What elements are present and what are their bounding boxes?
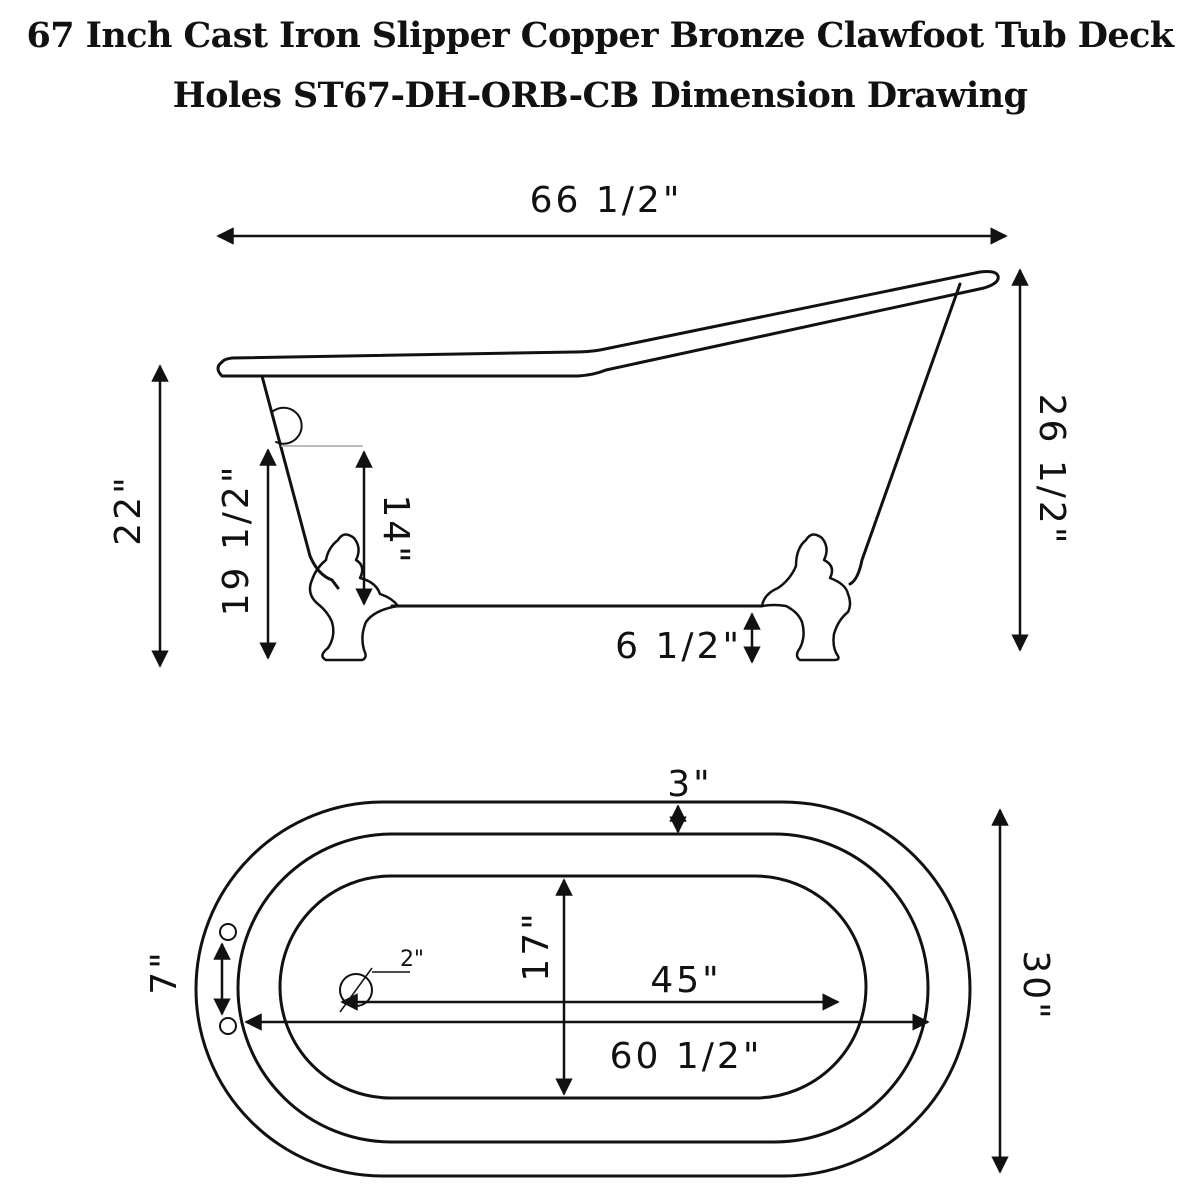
title-line-2: Holes ST67-DH-ORB-CB Dimension Drawing: [172, 75, 1028, 116]
deck-hole-top: [219, 923, 237, 941]
overflow-circle: [271, 406, 303, 445]
tub-rim-inner-outline: [236, 832, 930, 1144]
deck-hole-spacing-label: 7": [144, 949, 185, 994]
bottom-length-label: 45": [650, 960, 721, 1001]
back-height-label: 26 1/2": [1031, 394, 1072, 547]
tub-basin-outline: [278, 874, 868, 1100]
tub-body: [260, 282, 962, 608]
clearance-label: 6 1/2": [615, 626, 742, 667]
deck-hole-bottom: [219, 1017, 237, 1035]
inner-width-label: 17": [516, 910, 557, 981]
title-line-1: 67 Inch Cast Iron Slipper Copper Bronze …: [26, 15, 1175, 56]
side-view: [216, 270, 1000, 662]
top-view: [194, 800, 972, 1178]
page-title: 67 Inch Cast Iron Slipper Copper Bronze …: [0, 6, 1200, 126]
tub-rim: [216, 270, 1000, 378]
inner-length-label: 60 1/2": [610, 1036, 763, 1077]
overflow-height-label: 19 1/2": [216, 464, 257, 617]
tub-outer-outline: [194, 800, 972, 1178]
drain-diameter-label: 2": [400, 947, 424, 972]
claw-foot-right: [760, 533, 852, 662]
overall-length-label: 66 1/2": [530, 180, 683, 221]
rim-height-label: 22": [108, 474, 149, 545]
overall-width-label: 30": [1015, 950, 1056, 1021]
tub-depth-label: 14": [375, 494, 416, 565]
rim-width-label: 3": [667, 764, 712, 805]
